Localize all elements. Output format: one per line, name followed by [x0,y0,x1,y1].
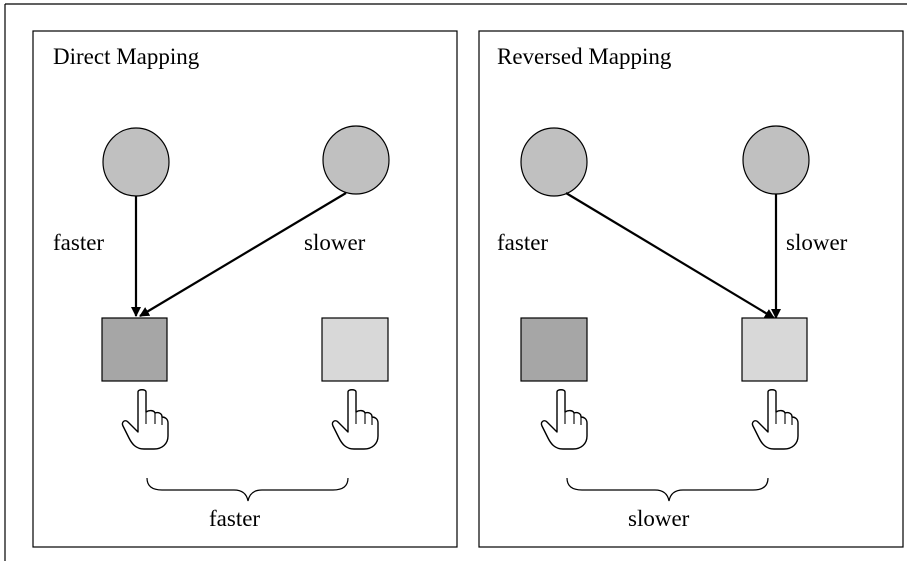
pointing-hand-icon [121,389,169,450]
pointing-hand-icon [751,389,799,450]
panel-title: Direct Mapping [53,44,200,69]
panel-reversed-mapping: Reversed Mapping faster slower slower [478,30,904,548]
response-square-left [520,317,588,382]
stimulus-circle-right [742,125,810,195]
pointing-hand-icon [331,389,379,450]
arrow-right-label: slower [786,230,848,255]
brace [566,477,769,502]
response-square-right [741,317,808,382]
stimulus-circle-left [102,127,170,197]
bottom-label: faster [209,506,260,531]
response-square-right [321,317,389,382]
arrow-right-label: slower [304,230,366,255]
panel-title: Reversed Mapping [497,44,672,69]
panel-direct-mapping: Direct Mapping faster slower faster [32,30,458,548]
arrow-right [139,192,347,317]
brace [146,477,349,502]
arrow-left [565,192,775,319]
arrow-left-label: faster [53,230,104,255]
panel-frame [478,30,904,548]
pointing-hand-icon [540,389,588,450]
arrow-left-label: faster [497,230,548,255]
stimulus-circle-left [520,127,588,197]
response-square-left [101,317,168,382]
bottom-label: slower [628,506,690,531]
stimulus-circle-right [322,125,390,195]
panel-frame [32,30,458,548]
